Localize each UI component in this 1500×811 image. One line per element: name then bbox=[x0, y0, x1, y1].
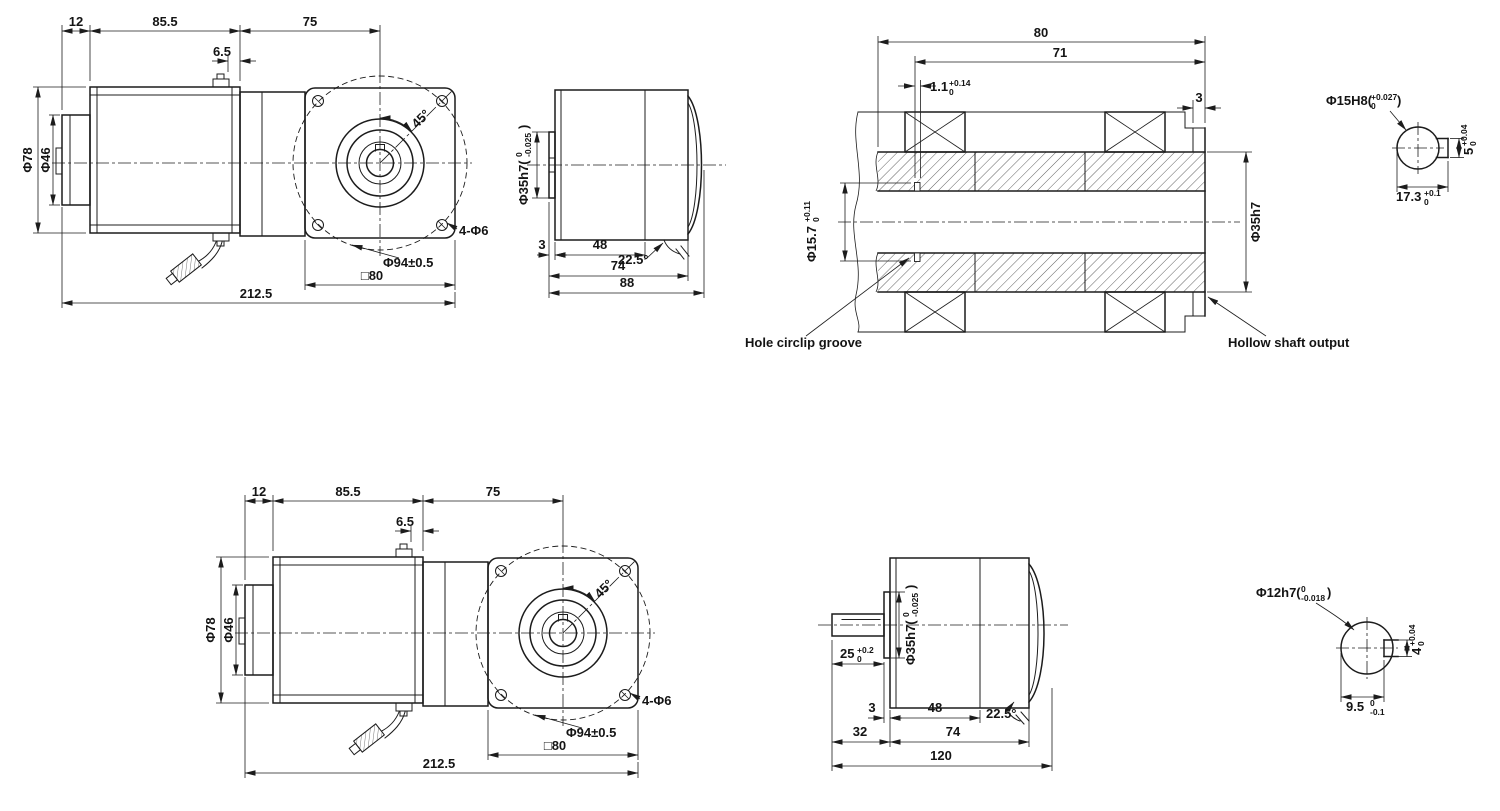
dim-5: 5 +0.04 0 bbox=[1455, 121, 1478, 155]
dim-45deg: 45° bbox=[408, 106, 433, 131]
dim-120: 120 bbox=[930, 748, 952, 763]
circlip-groove bbox=[914, 182, 921, 192]
motor-rear-cap bbox=[55, 114, 91, 206]
dimension-linework bbox=[33, 25, 458, 308]
bore-detail-labels: Φ15H8( +0.027 0 ) 17.3 +0.1 0 5 +0.04 0 bbox=[1326, 88, 1478, 207]
dimension-linework bbox=[831, 591, 1053, 771]
dimension-linework bbox=[1315, 602, 1412, 702]
label-hollow-shaft-output: Hollow shaft output bbox=[1228, 335, 1350, 350]
dim-12: 12 bbox=[252, 484, 266, 499]
dim-25: 25 +0.2 0 bbox=[840, 641, 877, 664]
dim-48: 48 bbox=[928, 700, 942, 715]
dim-74: 74 bbox=[611, 258, 626, 273]
dim-9-5: 9.5 0 -0.1 bbox=[1346, 694, 1385, 717]
corner-screw bbox=[436, 95, 448, 107]
dim-71: 71 bbox=[1053, 45, 1067, 60]
hollow-assembly-labels: 12 85.5 75 6.5 Φ78 Φ46 45° 4-Φ6 Φ94±0.5 … bbox=[20, 14, 488, 301]
dim-phi35h7: Φ35h7 bbox=[1248, 202, 1263, 242]
keyway-slot bbox=[1383, 639, 1399, 658]
dim-phi46: Φ46 bbox=[221, 617, 236, 642]
hollow-section-labels: 80 71 3 1.1 +0.14 0 Φ15.7 +0.11 0 Φ35h7 … bbox=[745, 25, 1350, 350]
dim-6-5: 6.5 bbox=[213, 44, 231, 59]
dim-phi12h7: Φ12h7( 0 -0.018 ) bbox=[1256, 580, 1331, 604]
dim-phi15h8: Φ15H8( +0.027 0 ) bbox=[1326, 88, 1401, 112]
dimension-linework bbox=[532, 131, 705, 298]
power-cable-connector bbox=[165, 241, 223, 286]
dim-3: 3 bbox=[868, 700, 875, 715]
centerlines bbox=[52, 70, 472, 256]
dim-phi35h7: Φ35h7( 0 -0.025 ) bbox=[510, 125, 534, 205]
cable-pigtail bbox=[663, 239, 690, 260]
solid-side-labels: 25 +0.2 0 Φ35h7( 0 -0.025 ) 3 48 22.5° 3… bbox=[840, 585, 1017, 763]
corner-screw bbox=[312, 219, 324, 231]
dim-4-phi6: 4-Φ6 bbox=[459, 223, 488, 238]
dim-phi46: Φ46 bbox=[38, 147, 53, 172]
dim-sq80: □80 bbox=[544, 738, 566, 753]
gearhead-body bbox=[527, 89, 726, 241]
dim-sq80: □80 bbox=[361, 268, 383, 283]
keyway-slot bbox=[1435, 137, 1449, 159]
dim-22-5deg: 22.5° bbox=[618, 252, 649, 267]
dimension-linework bbox=[1389, 110, 1464, 192]
dim-212-5: 212.5 bbox=[240, 286, 273, 301]
dim-6-5: 6.5 bbox=[396, 514, 414, 529]
dim-3: 3 bbox=[538, 237, 545, 252]
bearing bbox=[1104, 111, 1166, 153]
bearing bbox=[904, 111, 966, 153]
motor-body bbox=[89, 73, 241, 247]
solid-side-view: 25 +0.2 0 Φ35h7( 0 -0.025 ) 3 48 22.5° 3… bbox=[818, 557, 1068, 771]
dim-phi78: Φ78 bbox=[20, 147, 35, 172]
dim-17-3: 17.3 +0.1 0 bbox=[1396, 184, 1444, 207]
shaft-detail-view: Φ12h7( 0 -0.018 ) 4 +0.04 0 9.5 0 -0.1 bbox=[1256, 580, 1426, 717]
dim-12: 12 bbox=[69, 14, 83, 29]
circlip-groove bbox=[914, 252, 921, 262]
dim-48: 48 bbox=[593, 237, 607, 252]
dim-4: 4 +0.04 0 bbox=[1403, 621, 1426, 655]
shaft-detail-labels: Φ12h7( 0 -0.018 ) 4 +0.04 0 9.5 0 -0.1 bbox=[1256, 580, 1426, 717]
dim-phi35h7: Φ35h7( 0 -0.025 ) bbox=[897, 585, 921, 665]
hollow-side-labels: 3 48 74 88 22.5° Φ35h7( 0 -0.025 ) bbox=[510, 125, 649, 290]
dim-85-5: 85.5 bbox=[335, 484, 360, 499]
dim-75: 75 bbox=[303, 14, 317, 29]
dim-phi78: Φ78 bbox=[203, 617, 218, 642]
label-hole-circlip-groove: Hole circlip groove bbox=[745, 335, 862, 350]
hollow-shaft-section-view: 80 71 3 1.1 +0.14 0 Φ15.7 +0.11 0 Φ35h7 … bbox=[745, 25, 1350, 350]
hollow-side-view: 3 48 74 88 22.5° Φ35h7( 0 -0.025 ) bbox=[510, 89, 726, 298]
gearmotor-assembly-linework bbox=[33, 25, 472, 308]
dim-phi94: Φ94±0.5 bbox=[566, 725, 616, 740]
dim-phi15-7: Φ15.7 +0.11 0 bbox=[798, 197, 821, 262]
dim-80: 80 bbox=[1034, 25, 1048, 40]
dimension-linework bbox=[805, 36, 1267, 337]
gearhead-body bbox=[818, 557, 1068, 709]
corner-screw bbox=[312, 95, 324, 107]
dim-1-1: 1.1 +0.14 0 bbox=[930, 74, 974, 97]
solid-assembly-labels: 12 85.5 75 6.5 Φ78 Φ46 45° 4-Φ6 Φ94±0.5 … bbox=[203, 484, 671, 771]
gearbox-adapter bbox=[239, 91, 306, 237]
dim-22-5deg: 22.5° bbox=[986, 706, 1017, 721]
dim-3: 3 bbox=[1195, 90, 1202, 105]
bore-detail-view: Φ15H8( +0.027 0 ) 17.3 +0.1 0 5 +0.04 0 bbox=[1326, 88, 1478, 207]
dim-88: 88 bbox=[620, 275, 634, 290]
dim-212-5: 212.5 bbox=[423, 756, 456, 771]
dim-phi94: Φ94±0.5 bbox=[383, 255, 433, 270]
dim-45deg: 45° bbox=[591, 576, 616, 601]
bearing bbox=[904, 291, 966, 333]
dim-74: 74 bbox=[946, 724, 961, 739]
corner-screw bbox=[436, 219, 448, 231]
dim-4-phi6: 4-Φ6 bbox=[642, 693, 671, 708]
dim-75: 75 bbox=[486, 484, 500, 499]
dim-32: 32 bbox=[853, 724, 867, 739]
dim-85-5: 85.5 bbox=[152, 14, 177, 29]
bearing bbox=[1104, 291, 1166, 333]
